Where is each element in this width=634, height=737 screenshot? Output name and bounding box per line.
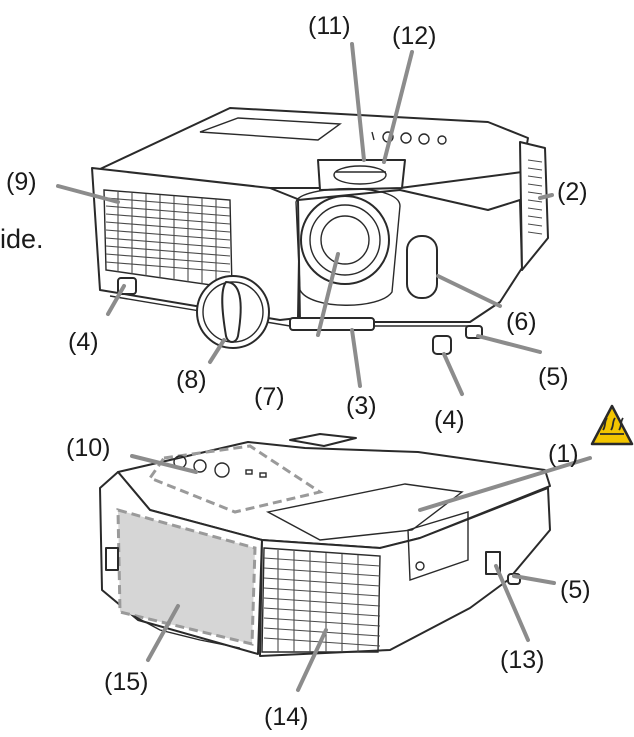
filter-cover — [105, 508, 257, 649]
label-5-bottom: (5) — [560, 576, 591, 604]
label-2: (2) — [557, 178, 588, 206]
side-text: ide. — [0, 224, 44, 254]
label-4-right: (4) — [434, 406, 465, 434]
label-3: (3) — [346, 392, 377, 420]
hot-surface-warning-icon — [590, 404, 634, 446]
rear-vent — [261, 547, 381, 653]
label-13: (13) — [500, 646, 544, 674]
label-14: (14) — [264, 703, 308, 731]
lens — [295, 187, 401, 306]
lens-cover-dial — [196, 275, 270, 349]
zoom-focus-rings — [317, 159, 406, 191]
control-panel — [147, 444, 324, 514]
top-control-buttons — [371, 131, 447, 145]
side-vents — [527, 159, 543, 235]
label-7: (7) — [254, 383, 285, 411]
remote-sensor — [406, 235, 438, 299]
label-1: (1) — [548, 440, 579, 468]
leader-lines — [56, 42, 592, 692]
elevator-button — [289, 317, 375, 331]
label-15: (15) — [104, 668, 148, 696]
label-11: (11) — [308, 12, 351, 40]
label-4-left: (4) — [68, 328, 99, 356]
label-5-top: (5) — [538, 363, 569, 391]
label-6: (6) — [506, 308, 537, 336]
projector-front-view — [91, 107, 549, 355]
label-12: (12) — [392, 22, 436, 50]
label-9: (9) — [6, 168, 37, 196]
front-vent-grille — [103, 189, 233, 289]
label-8: (8) — [176, 366, 207, 394]
projector-rear-view — [99, 433, 551, 657]
label-10: (10) — [66, 434, 110, 462]
